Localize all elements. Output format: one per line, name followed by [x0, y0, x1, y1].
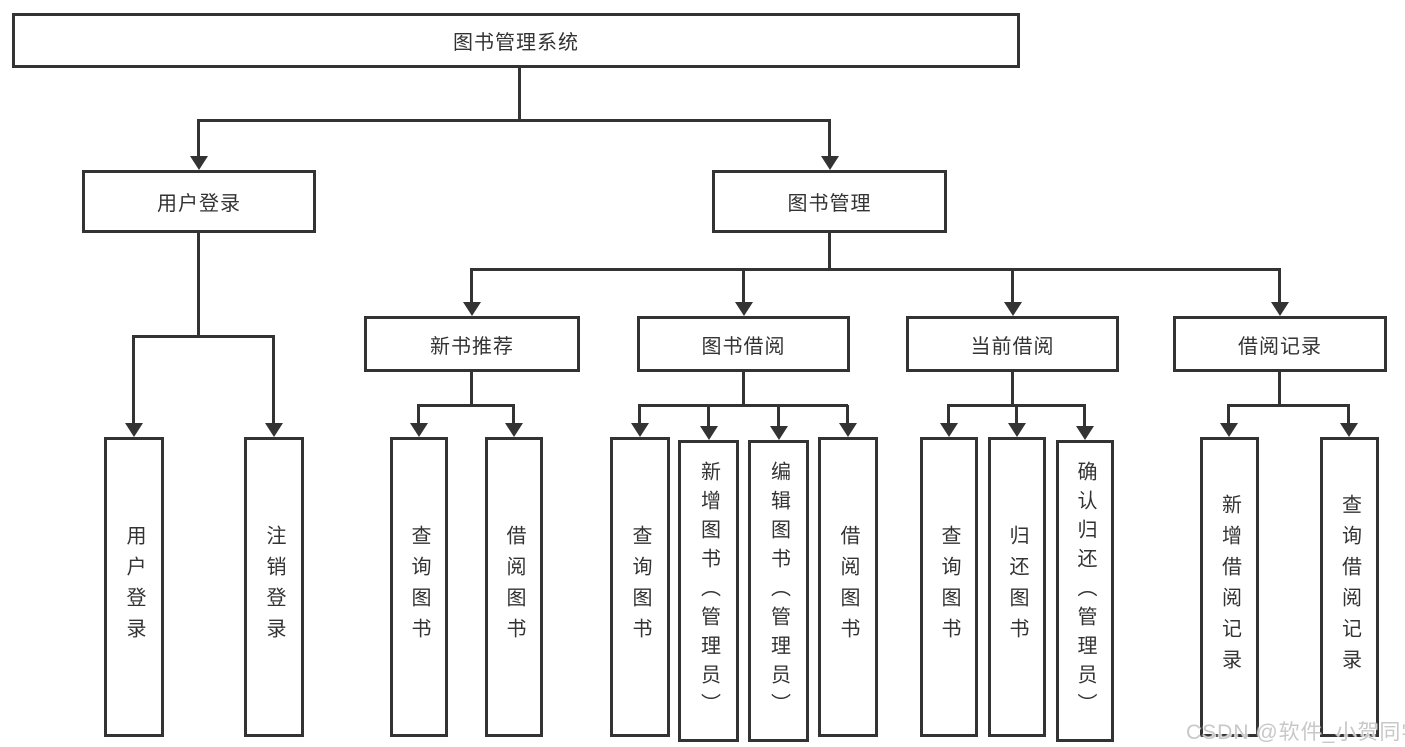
leaf-query-borrow-record: 查询借阅记录: [1320, 437, 1379, 737]
leaf-label: 归还图书: [1006, 525, 1028, 649]
connector-arrow: [504, 405, 523, 437]
connector-arrow: [939, 405, 958, 437]
node-label: 图书管理系统: [453, 32, 579, 54]
leaf-confirm-return-admin: 确认归还（管理员）: [1056, 440, 1114, 742]
connector-vline: [1278, 371, 1281, 407]
leaf-borrow-books-borrowing: 借阅图书: [818, 437, 878, 737]
connector-vline: [742, 371, 745, 407]
connector-vline: [518, 67, 521, 120]
connector-arrow: [734, 269, 753, 316]
leaf-label: 查询图书: [408, 525, 430, 649]
connector-arrow: [630, 405, 649, 437]
connector-arrow: [124, 336, 143, 437]
leaf-add-books-admin: 新增图书（管理员）: [678, 440, 739, 742]
connector-arrow: [1003, 269, 1022, 316]
leaf-label: 借阅图书: [503, 525, 525, 649]
leaf-label: 查询图书: [629, 525, 651, 649]
connector-vline: [1011, 371, 1014, 407]
connector-arrow: [769, 405, 788, 440]
leaf-edit-books-admin: 编辑图书（管理员）: [748, 440, 809, 742]
connector-arrow: [264, 336, 283, 437]
connector-arrow: [1339, 405, 1358, 437]
connector-arrow: [189, 120, 208, 170]
node-label: 图书管理: [787, 193, 872, 215]
connector-vline: [828, 232, 831, 270]
node-book-management: 图书管理: [712, 170, 947, 233]
node-current-borrowing: 当前借阅: [906, 316, 1119, 372]
connector-arrow: [699, 405, 718, 440]
leaf-label: 新增图书（管理员）: [697, 460, 720, 722]
leaf-query-books-current: 查询图书: [920, 437, 978, 737]
connector-arrow: [1270, 269, 1289, 316]
connector-arrow: [1007, 405, 1026, 437]
leaf-logout: 注销登录: [244, 437, 304, 737]
node-user-login: 用户登录: [82, 170, 316, 233]
connector-vline: [470, 371, 473, 407]
node-label: 用户登录: [157, 193, 241, 215]
connector-arrow: [820, 120, 839, 170]
node-library-management-system: 图书管理系统: [12, 13, 1020, 68]
leaf-label: 编辑图书（管理员）: [767, 460, 790, 722]
leaf-query-books-recommend: 查询图书: [390, 437, 448, 737]
connector-arrow: [409, 405, 428, 437]
connector-vline: [197, 232, 200, 337]
leaf-label: 确认归还（管理员）: [1074, 460, 1096, 722]
leaf-add-borrow-record: 新增借阅记录: [1200, 437, 1259, 737]
leaf-label: 新增借阅记录: [1218, 494, 1241, 680]
node-borrowing-records: 借阅记录: [1173, 316, 1387, 372]
leaf-user-login: 用户登录: [104, 437, 164, 737]
connector-hline: [470, 268, 1281, 271]
connector-hline: [417, 404, 515, 407]
connector-arrow: [838, 405, 857, 437]
connector-hline: [132, 335, 275, 338]
leaf-label: 用户登录: [123, 525, 145, 649]
leaf-query-books-borrowing: 查询图书: [610, 437, 670, 737]
connector-arrow: [1075, 405, 1094, 440]
leaf-return-books: 归还图书: [988, 437, 1046, 737]
connector-arrow: [462, 269, 481, 316]
leaf-label: 查询图书: [938, 525, 960, 649]
node-label: 图书借阅: [701, 335, 786, 358]
leaf-borrow-books-recommend: 借阅图书: [485, 437, 543, 737]
node-book-borrowing: 图书借阅: [637, 316, 850, 372]
connector-hline: [1227, 404, 1350, 407]
connector-hline: [638, 404, 848, 407]
leaf-label: 注销登录: [263, 525, 285, 649]
connector-arrow: [1219, 405, 1238, 437]
node-label: 借阅记录: [1238, 335, 1322, 358]
leaf-label: 借阅图书: [837, 525, 859, 649]
node-label: 当前借阅: [970, 335, 1055, 358]
node-new-book-recommendation: 新书推荐: [364, 316, 580, 372]
leaf-label: 查询借阅记录: [1338, 494, 1361, 680]
node-label: 新书推荐: [430, 335, 514, 358]
connector-hline: [197, 119, 831, 122]
csdn-watermark: CSDN @软件_小贺同学: [1186, 721, 1405, 744]
